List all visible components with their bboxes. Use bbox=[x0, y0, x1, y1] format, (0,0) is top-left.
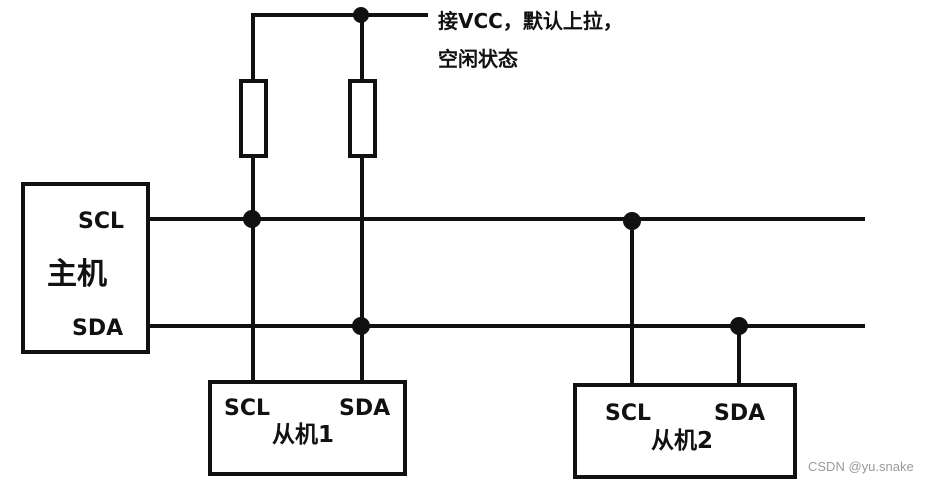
scl-junction-dot-1 bbox=[243, 210, 261, 228]
vcc-note-line1: 接VCC，默认上拉， bbox=[438, 9, 623, 33]
sda-junction-dot-1 bbox=[352, 317, 370, 335]
sda-pullup-resistor bbox=[348, 79, 377, 158]
master-title: 主机 bbox=[47, 257, 107, 292]
slave1-sda-label: SDA bbox=[339, 396, 390, 421]
slave2-scl-label: SCL bbox=[605, 401, 651, 426]
slave1-scl-label: SCL bbox=[224, 396, 270, 421]
watermark: CSDN @yu.snake bbox=[808, 459, 914, 474]
master-scl-label: SCL bbox=[78, 209, 124, 234]
master-box bbox=[21, 182, 150, 354]
vcc-note-line2: 空闲状态 bbox=[438, 47, 518, 71]
slave2-sda-label: SDA bbox=[714, 401, 765, 426]
slave1-title: 从机1 bbox=[272, 422, 334, 448]
slave1-box bbox=[208, 380, 407, 476]
slave2-title: 从机2 bbox=[651, 428, 713, 454]
slave2-box bbox=[573, 383, 797, 479]
scl-pullup-resistor bbox=[239, 79, 268, 158]
master-sda-label: SDA bbox=[72, 316, 123, 341]
